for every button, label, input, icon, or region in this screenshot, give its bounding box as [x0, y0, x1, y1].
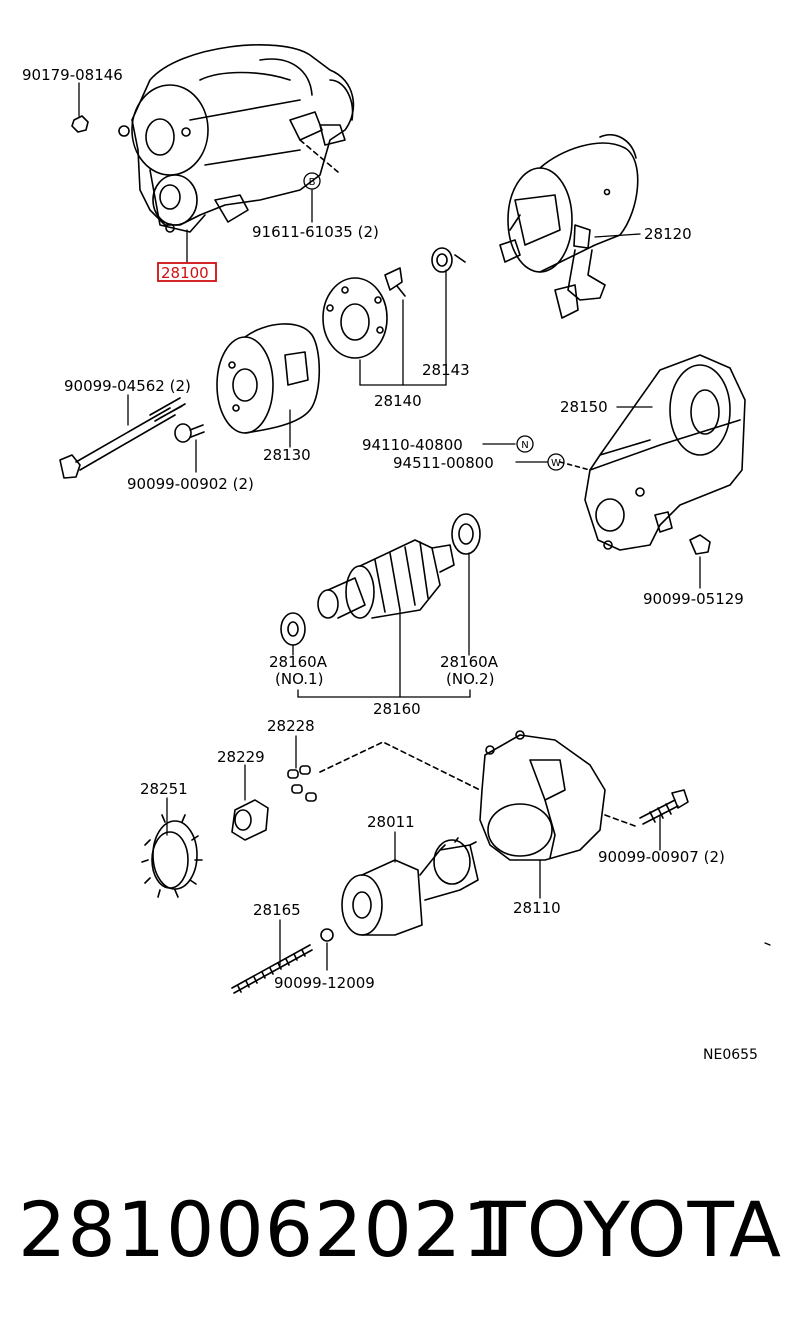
label-90099-05129: 90099-05129	[643, 590, 744, 608]
starter-clutch-28011-drawing	[341, 831, 479, 936]
highlight-box	[157, 262, 217, 282]
nut-90179-drawing	[71, 82, 89, 133]
label-28160a-no1-sub: (NO.1)	[275, 670, 323, 688]
marker-b: B	[309, 177, 316, 188]
idler-gear-28251-drawing	[141, 797, 203, 898]
label-90179-08146: 90179-08146	[22, 66, 123, 84]
retainer-28229-drawing	[231, 764, 269, 841]
armature-28160-drawing	[280, 513, 481, 698]
label-28150: 28150	[560, 398, 608, 416]
label-28130: 28130	[263, 446, 311, 464]
label-28110: 28110	[513, 899, 561, 917]
yoke-28120-drawing	[499, 133, 641, 319]
label-94110-40800: 94110-40800	[362, 436, 463, 454]
footer-part-number: 2810062021	[18, 1185, 512, 1274]
footer-brand: TOYOTA	[479, 1185, 782, 1274]
label-28229: 28229	[217, 748, 265, 766]
magnetic-switch-28150-drawing	[482, 354, 746, 589]
end-frame-28130-drawing	[216, 323, 321, 448]
label-28120: 28120	[644, 225, 692, 243]
label-28100: 28100	[161, 264, 209, 282]
screw-90099-00902-drawing	[174, 423, 205, 473]
screw-91611-drawing	[299, 139, 339, 223]
marker-w: W	[551, 458, 561, 469]
label-28160a-no1: 28160A	[269, 653, 328, 671]
label-28228: 28228	[267, 717, 315, 735]
label-90099-00907: 90099-00907 (2)	[598, 848, 725, 866]
label-94511-00800: 94511-00800	[393, 454, 494, 472]
ball-90099-12009-drawing	[320, 928, 334, 971]
through-bolt-drawing	[59, 394, 186, 479]
label-90099-04562: 90099-04562 (2)	[64, 377, 191, 395]
label-91611-61035: 91611-61035 (2)	[252, 223, 379, 241]
starter-housing-28110-drawing	[319, 730, 636, 899]
brush-holder-28140-drawing	[322, 247, 466, 386]
label-28165: 28165	[253, 901, 301, 919]
bolt-90099-00907-drawing	[639, 789, 689, 851]
label-28011: 28011	[367, 813, 415, 831]
label-28143: 28143	[422, 361, 470, 379]
exploded-parts-diagram: 90179-08146 91611-61035 (2) 28100 28120 …	[22, 44, 771, 1063]
spring-28165-drawing	[231, 919, 313, 994]
starter-assembly-drawing	[118, 44, 355, 233]
label-28160: 28160	[373, 700, 421, 718]
label-90099-00902: 90099-00902 (2)	[127, 475, 254, 493]
label-90099-12009: 90099-12009	[274, 974, 375, 992]
label-28140: 28140	[374, 392, 422, 410]
label-28160a-no2-sub: (NO.2)	[446, 670, 494, 688]
label-28251: 28251	[140, 780, 188, 798]
footer: 2810062021 TOYOTA	[0, 1180, 800, 1290]
retainers-28228-drawing	[287, 735, 317, 802]
marker-n: N	[521, 440, 528, 451]
label-28160a-no2: 28160A	[440, 653, 499, 671]
diagram-code: NE0655	[703, 1047, 758, 1063]
